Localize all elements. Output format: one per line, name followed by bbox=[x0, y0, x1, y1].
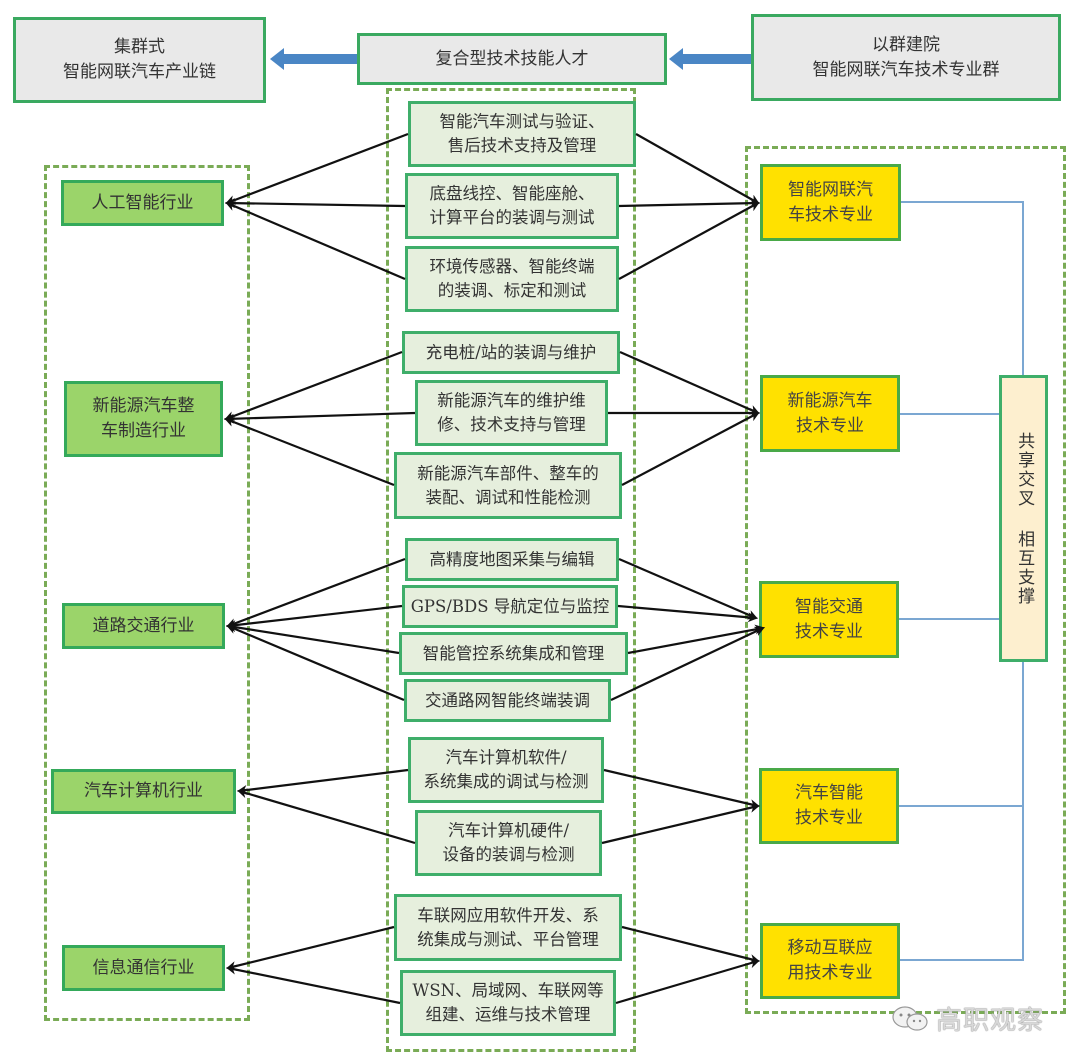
skill-box: 智能管控系统集成和管理 bbox=[399, 632, 628, 675]
skill-box: 环境传感器、智能终端 的装调、标定和测试 bbox=[405, 246, 619, 312]
skill-to-major-arrow bbox=[618, 198, 760, 209]
skill-box: 汽车计算机软件/ 系统集成的调试与检测 bbox=[408, 737, 604, 803]
major-auto-intelligence: 汽车智能 技术专业 bbox=[759, 768, 899, 844]
skill-box: 智能汽车测试与验证、 售后技术支持及管理 bbox=[408, 101, 636, 167]
skill-to-industry-arrow bbox=[225, 201, 406, 281]
skill-box: 车联网应用软件开发、系 统集成与测试、平台管理 bbox=[394, 894, 622, 961]
skill-box: 新能源汽车部件、整车的 装配、调试和性能检测 bbox=[394, 452, 622, 519]
industry-chain-box: 集群式 智能网联汽车产业链 bbox=[13, 17, 266, 103]
major-connected-vehicle: 智能网联汽 车技术专业 bbox=[760, 164, 901, 241]
skill-to-major-arrow bbox=[617, 604, 758, 623]
skill-box: 交通路网智能终端装调 bbox=[404, 679, 611, 722]
skill-box: 汽车计算机硬件/ 设备的装调与检测 bbox=[415, 810, 602, 876]
skill-to-industry-arrow bbox=[224, 350, 403, 421]
watermark: 高职观察 bbox=[890, 1000, 1044, 1037]
skill-to-industry-arrow bbox=[226, 964, 401, 1005]
major-intelligent-traffic: 智能交通 技术专业 bbox=[759, 581, 899, 658]
skill-to-industry-arrow bbox=[226, 925, 395, 971]
skill-to-major-arrow bbox=[618, 557, 758, 620]
industry-road: 道路交通行业 bbox=[62, 603, 225, 649]
skill-to-industry-arrow bbox=[226, 624, 405, 702]
skill-to-major-arrow bbox=[635, 133, 760, 204]
skill-box: WSN、局域网、车联网等 组建、运维与技术管理 bbox=[400, 970, 616, 1036]
flow-arrow bbox=[270, 48, 357, 70]
watermark-text: 高职观察 bbox=[936, 1006, 1045, 1036]
skill-box: 充电桩/站的装调与维护 bbox=[402, 331, 620, 374]
industry-ai: 人工智能行业 bbox=[61, 180, 224, 226]
skill-to-industry-arrow bbox=[225, 198, 406, 209]
skill-to-industry-arrow bbox=[237, 768, 409, 795]
skill-to-industry-arrow bbox=[226, 604, 403, 631]
skill-to-major-arrow bbox=[618, 202, 760, 280]
major-mobile-internet: 移动互联应 用技术专业 bbox=[760, 923, 900, 999]
industry-telecom: 信息通信行业 bbox=[62, 945, 225, 991]
skill-box: GPS/BDS 导航定位与监控 bbox=[402, 585, 618, 628]
industry-group-container bbox=[44, 165, 250, 1021]
skill-box: 底盘线控、智能座舱、 计算平台的装调与测试 bbox=[405, 173, 619, 239]
skill-to-major-arrow bbox=[621, 925, 760, 964]
skill-box: 新能源汽车的维护维 修、技术支持与管理 bbox=[415, 380, 608, 446]
skill-box: 高精度地图采集与编辑 bbox=[405, 538, 619, 581]
industry-nev: 新能源汽车整 车制造行业 bbox=[64, 381, 223, 457]
skill-to-industry-arrow bbox=[226, 622, 400, 655]
skill-to-major-arrow bbox=[619, 350, 760, 415]
major-new-energy: 新能源汽车 技术专业 bbox=[760, 375, 900, 452]
shared-support-line2: 相互支撑 bbox=[1014, 529, 1035, 606]
shared-support-box: 共享交叉 相互支撑 bbox=[999, 375, 1048, 662]
skill-to-industry-arrow bbox=[225, 132, 409, 205]
industry-computer: 汽车计算机行业 bbox=[51, 769, 236, 814]
skill-to-major-arrow bbox=[615, 958, 760, 1005]
wechat-icon bbox=[890, 1004, 930, 1034]
skill-to-major-arrow bbox=[627, 624, 765, 655]
skill-to-industry-arrow bbox=[226, 557, 406, 628]
shared-support-line1: 共享交叉 bbox=[1014, 431, 1035, 508]
skill-to-major-arrow bbox=[621, 412, 760, 486]
talent-box: 复合型技术技能人才 bbox=[357, 33, 667, 85]
flow-arrow bbox=[669, 48, 751, 70]
major-cluster-box: 以群建院 智能网联汽车技术专业群 bbox=[751, 14, 1061, 101]
skill-to-industry-arrow bbox=[224, 417, 395, 487]
